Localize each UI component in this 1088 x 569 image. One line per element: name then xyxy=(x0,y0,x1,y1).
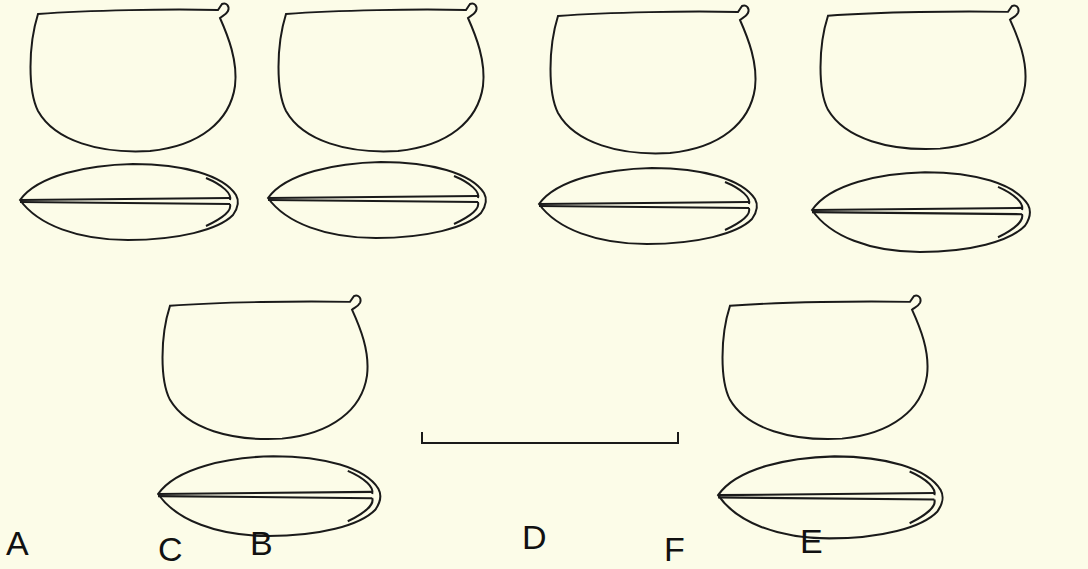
figure-letter: D xyxy=(522,520,547,554)
shell-c xyxy=(158,296,380,536)
figure-letter: A xyxy=(6,526,29,560)
shell-e xyxy=(812,6,1030,252)
shell-d xyxy=(539,5,757,244)
figure-letter: E xyxy=(800,524,823,558)
shell-f xyxy=(718,296,943,539)
figure-letter: B xyxy=(250,526,273,560)
shell-b xyxy=(268,3,486,238)
figure-letter: C xyxy=(158,532,183,566)
scale-bar xyxy=(422,432,678,443)
shell-a xyxy=(20,3,238,240)
figure-letter: F xyxy=(664,532,685,566)
